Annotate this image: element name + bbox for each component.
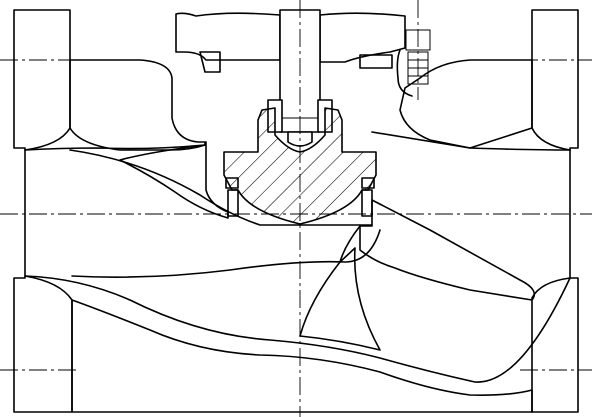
upper-body-wall-right <box>371 59 571 151</box>
flow-passage <box>24 149 571 279</box>
lower-body-wall <box>24 275 571 413</box>
right-flange <box>531 9 579 413</box>
left-flange <box>13 9 73 413</box>
bonnet <box>175 12 431 97</box>
valve-seat <box>299 199 536 351</box>
upper-body-wall-left <box>24 59 206 151</box>
valve-disc <box>223 107 377 225</box>
